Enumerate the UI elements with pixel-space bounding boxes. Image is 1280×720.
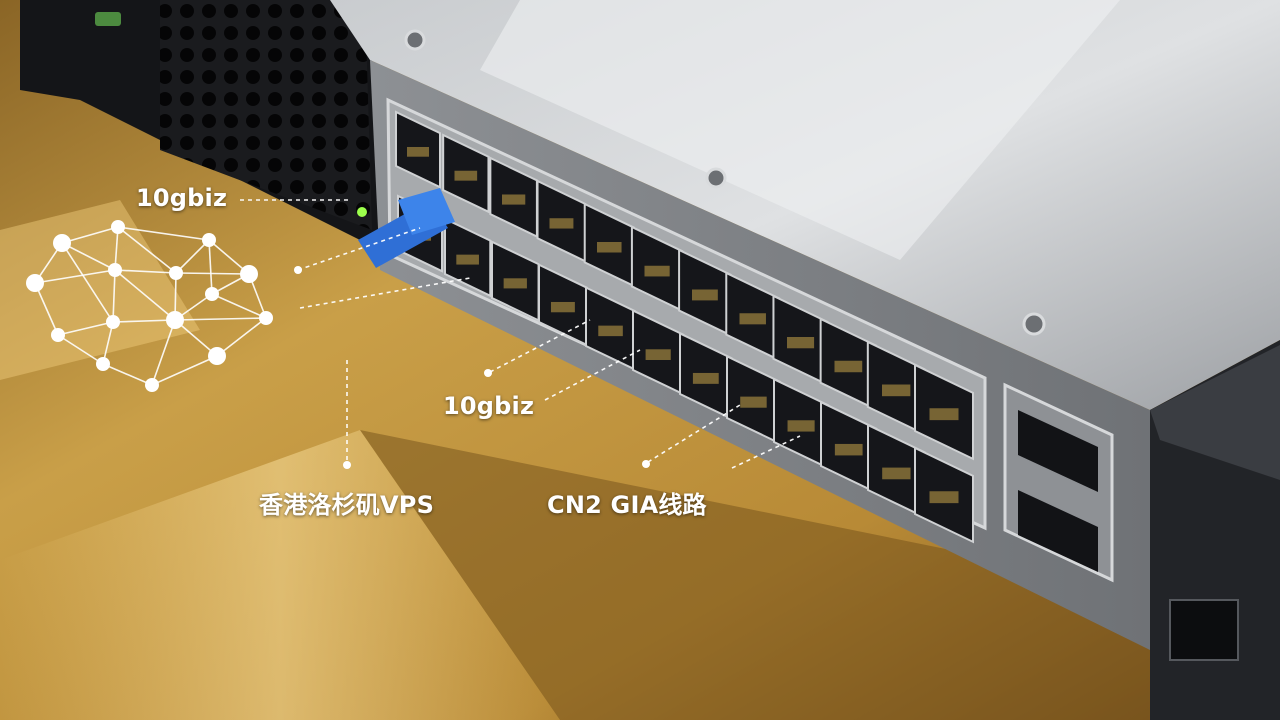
side-module-top	[1150, 345, 1280, 480]
mesh-link	[174, 319, 218, 357]
mesh-node	[26, 274, 44, 292]
port-contacts	[882, 467, 911, 480]
port-contacts	[456, 254, 479, 265]
port-contacts	[407, 146, 429, 157]
port-contacts	[503, 278, 527, 289]
route-caption: CN2 GIA线路	[547, 491, 707, 519]
mesh-link	[211, 293, 267, 319]
mesh-link	[114, 226, 119, 271]
brand-label-middle: 10gbiz	[443, 392, 535, 420]
screw	[705, 167, 727, 189]
mesh-link	[175, 239, 210, 274]
port-contacts	[787, 337, 815, 349]
mesh-link	[57, 334, 104, 365]
screw	[1022, 312, 1046, 336]
mesh-node	[202, 233, 216, 247]
mesh-link	[61, 242, 114, 323]
mesh-link	[34, 269, 116, 284]
port-contacts	[739, 313, 766, 325]
port-contacts	[597, 241, 622, 253]
port-contacts	[692, 289, 718, 301]
mesh-node	[53, 234, 71, 252]
mesh-link	[208, 239, 213, 295]
mesh-link	[61, 242, 116, 271]
power-led	[357, 207, 367, 217]
mesh-link	[151, 319, 176, 386]
mesh-link	[34, 282, 59, 336]
mesh-node	[208, 347, 226, 365]
uplink-port-bottom[interactable]	[1018, 490, 1098, 572]
mesh-node	[111, 220, 125, 234]
port-contacts	[645, 349, 671, 360]
uplink-port-top[interactable]	[1018, 410, 1098, 492]
port-contacts	[882, 384, 911, 397]
port-contacts	[834, 443, 863, 456]
port-contacts	[549, 218, 574, 229]
ventilation-grille	[160, 0, 372, 230]
callout-dots	[294, 266, 650, 469]
mesh-link	[114, 269, 176, 321]
mesh-link	[151, 355, 218, 386]
mesh-node	[106, 315, 120, 329]
mesh-node	[108, 263, 122, 277]
vps-caption: 香港洛杉矶VPS	[259, 491, 435, 519]
shadow-band	[360, 430, 1280, 720]
port-contacts	[740, 396, 767, 408]
mesh-link	[174, 317, 267, 321]
port-contacts	[502, 194, 526, 205]
port-contacts	[550, 301, 575, 313]
port-contacts	[454, 170, 478, 181]
light-band-lower	[0, 430, 560, 720]
port-contacts	[929, 491, 959, 504]
screw	[404, 29, 426, 51]
ethernet-port-grid	[395, 110, 974, 544]
status-light	[95, 12, 121, 26]
mesh-link	[117, 226, 177, 274]
mesh-link	[117, 226, 210, 241]
mesh-node	[166, 311, 184, 329]
blue-cable-connector	[398, 188, 455, 235]
port-contacts	[787, 420, 815, 432]
mesh-link	[102, 321, 114, 365]
mesh-link	[114, 269, 177, 274]
mesh-link	[102, 363, 153, 386]
port-contacts	[929, 408, 959, 421]
mesh-link	[57, 321, 114, 336]
brand-label-top: 10gbiz	[136, 184, 228, 212]
network-mesh-icon	[26, 220, 273, 392]
light-band-left	[0, 200, 200, 380]
mesh-node	[259, 311, 273, 325]
port-contacts	[598, 325, 623, 337]
mesh-link	[216, 317, 267, 357]
mesh-link	[61, 226, 119, 244]
mesh-node	[51, 328, 65, 342]
mesh-node	[145, 378, 159, 392]
mesh-node	[96, 357, 110, 371]
mesh-node	[205, 287, 219, 301]
top-cover-highlight	[480, 0, 1120, 260]
mesh-node	[169, 266, 183, 280]
mesh-link	[175, 272, 250, 275]
sfp-slot[interactable]	[1169, 599, 1239, 661]
port-contacts	[692, 372, 719, 384]
mesh-link	[112, 319, 176, 323]
callout-lines	[240, 199, 801, 469]
port-contacts	[644, 265, 670, 277]
mesh-link	[112, 269, 116, 323]
port-contacts	[834, 360, 863, 373]
mesh-node	[240, 265, 258, 283]
